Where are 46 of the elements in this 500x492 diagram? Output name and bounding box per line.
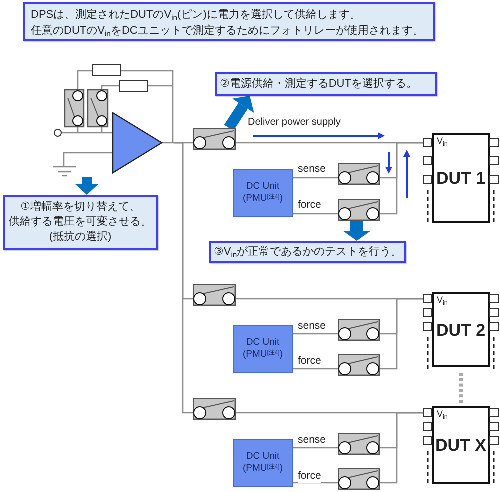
- circuit-wire: [293, 177, 338, 179]
- switch-icon: [338, 433, 380, 455]
- chip-label: DUT 1: [435, 169, 487, 189]
- switch-icon: [338, 354, 380, 376]
- circuit-wire: [293, 368, 338, 370]
- ic-chip: [423, 406, 499, 486]
- callout-text: ②電源供給・測定するDUTを選択する。: [220, 76, 418, 92]
- circuit-wire: [380, 142, 423, 215]
- circuit-wire: [293, 333, 338, 335]
- ic-chip: [423, 133, 499, 225]
- pin-label: V$_{in}$: [437, 136, 448, 147]
- pin-label: V$_{in}$: [437, 295, 448, 306]
- unit-label: DC Unit (PMU$^{[注4]}$): [242, 451, 284, 475]
- note-text: DPSは、測定されたDUTのV$_{in}$(ピン)に電力を選択して供給します。任意のDUTのV$_{in}$をDCユニットで測定するためにフォトリレーが使用されます。: [31, 8, 425, 39]
- amplifier-circuit: [53, 64, 174, 177]
- chip-label: DUT X: [434, 436, 488, 456]
- callout-box: [209, 241, 406, 263]
- unit-box: [233, 439, 293, 487]
- switch-icon: [338, 319, 380, 341]
- switch-icon: [193, 284, 236, 306]
- unit-label: DC Unit (PMU$^{[注4]}$): [242, 181, 284, 205]
- unit-box: [233, 325, 293, 373]
- callout-arrow: [75, 177, 99, 195]
- circuit-wire: [380, 298, 423, 370]
- switch-icon: [193, 128, 236, 150]
- callout-text: ③V$_{in}$が正常であるかのテストを行う。: [214, 244, 402, 260]
- circuit-wire: [293, 482, 338, 484]
- circuit-wire: [174, 142, 193, 414]
- wire-label: force: [298, 470, 322, 483]
- callout-arrow: [343, 221, 371, 241]
- circuit-wire: [293, 447, 338, 449]
- callout-text: ①増幅率を切り替えて、供給する電圧を可変させる。(抵抗の選択): [8, 200, 153, 245]
- circuit-wire: [380, 412, 423, 484]
- switch-icon: [338, 199, 380, 221]
- switch-icon: [193, 398, 236, 420]
- unit-box: [233, 169, 293, 217]
- callout-box: [215, 72, 437, 96]
- pin-label: V$_{in}$: [437, 409, 448, 420]
- switch-icon: [338, 468, 380, 490]
- unit-label: DC Unit (PMU$^{[注4]}$): [242, 337, 284, 361]
- circuit-wire: [293, 213, 338, 215]
- note-box: [23, 2, 435, 41]
- flow-label: Deliver power supply: [248, 117, 341, 129]
- ic-chip: [423, 292, 499, 369]
- switch-icon: [338, 163, 380, 185]
- chip-label: DUT 2: [435, 320, 487, 340]
